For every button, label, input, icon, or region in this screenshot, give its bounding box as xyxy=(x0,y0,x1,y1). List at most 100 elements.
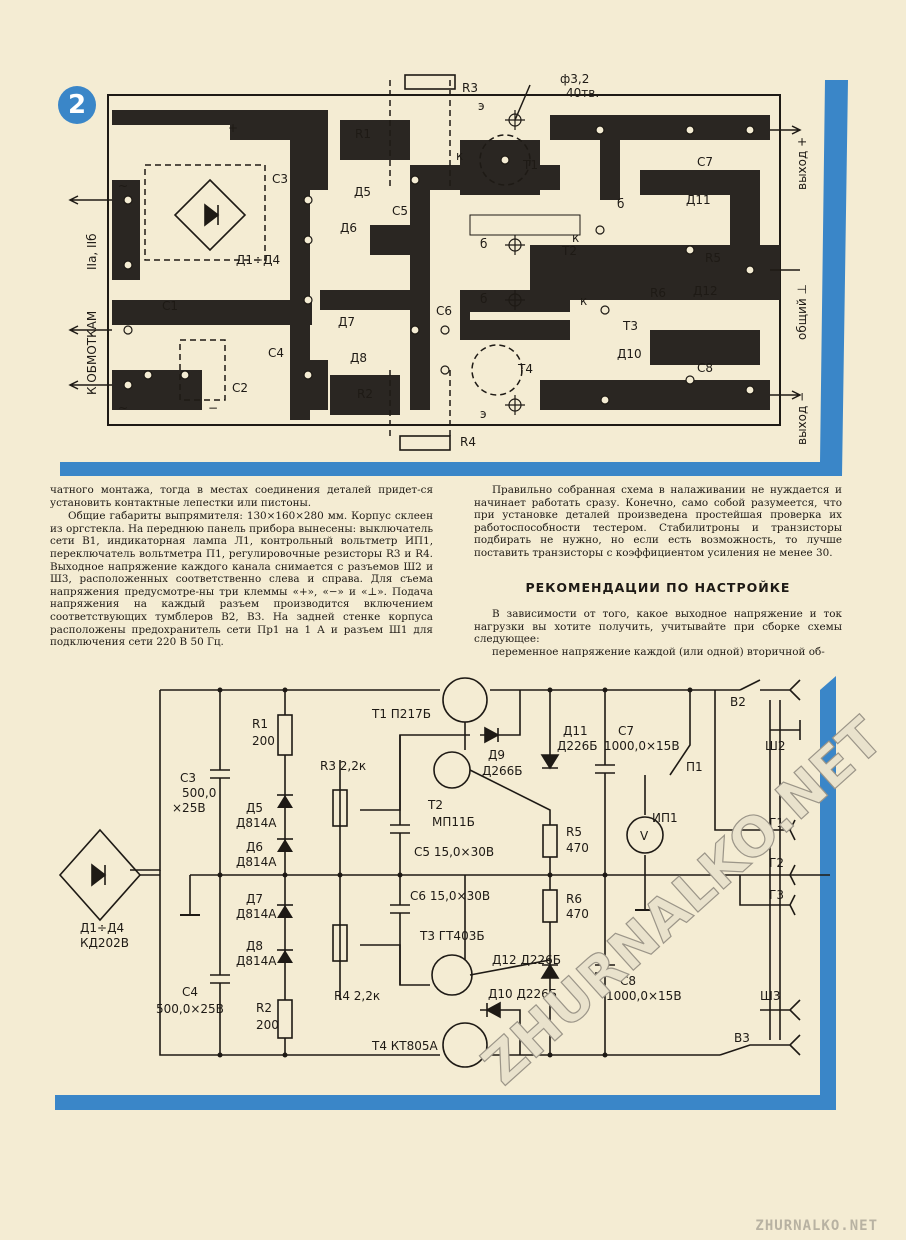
sch-r5-label: R5 xyxy=(566,825,582,839)
trace-r1-area xyxy=(340,120,410,160)
sch-c4-value: 500,0×25В xyxy=(156,1002,224,1016)
sch-g2-label: Г2 xyxy=(769,856,784,870)
sch-c3-value: 500,0 xyxy=(182,786,216,800)
pcb-collector-t3: к xyxy=(580,294,587,308)
c2-outline xyxy=(179,339,226,401)
pcb-collector-t1: к xyxy=(456,149,463,163)
sch-b3-label: В3 xyxy=(734,1031,750,1045)
pcb-minus-sign: − xyxy=(208,401,218,415)
sch-c4-label: C4 xyxy=(182,985,198,999)
sch-sh3-label: Ш3 xyxy=(760,989,780,1003)
sch-r2-label: R2 xyxy=(256,1001,272,1015)
sch-c6-label: C6 15,0×30В xyxy=(410,889,490,903)
pcb-t1-label: T1 xyxy=(522,158,538,172)
pcb-base-t2: б xyxy=(480,237,487,251)
sch-r6-label: R6 xyxy=(566,892,582,906)
sch-bridge-value: КД202В xyxy=(80,936,129,950)
watermark-footer: ZHURNALKO.NET xyxy=(755,1218,878,1234)
pcb-d8-label: Д8 xyxy=(350,351,367,365)
pcb-emitter-t1: э xyxy=(478,99,485,113)
trace-r2-area xyxy=(330,375,400,415)
sch-d5-label: Д5 xyxy=(246,801,263,815)
sch-t2-label: T2 xyxy=(427,798,443,812)
pcb-c1-label: C1 xyxy=(162,299,178,313)
paragraph: Правильно собранная схема в налаживании … xyxy=(474,484,842,559)
section-heading: РЕКОМЕНДАЦИИ ПО НАСТРОЙКЕ xyxy=(525,579,791,595)
sch-d12-label: Д12 Д226Б xyxy=(492,953,561,967)
pcb-t4-label: T4 xyxy=(517,362,533,376)
sch-g1-label: Г1 xyxy=(769,816,784,830)
figure-number-badge: 2 xyxy=(58,86,96,124)
bridge-outline xyxy=(144,164,266,261)
sch-d9-value: Д266Б xyxy=(482,764,523,778)
paragraph: В зависимости от того, какое выходное на… xyxy=(474,608,842,646)
pcb-base-t2b: б xyxy=(617,197,624,211)
pcb-hole-count: 40тв. xyxy=(566,86,599,100)
r3-body xyxy=(404,74,456,90)
pcb-hole-diameter: ф3,2 xyxy=(560,72,589,86)
sch-g3-label: Г3 xyxy=(769,888,784,902)
sch-r6-value: 470 xyxy=(566,907,589,921)
trace-right-low xyxy=(540,380,770,410)
sch-d7-label: Д7 xyxy=(246,892,263,906)
sch-r2-value: 200 xyxy=(256,1018,279,1032)
pcb-input-label: К ОБМОТКАМ xyxy=(85,311,99,395)
pcb-input-sublabel: IIа, IIб xyxy=(85,233,99,270)
pcb-c6-label: C6 xyxy=(436,304,452,318)
sch-d6-label: Д6 xyxy=(246,840,263,854)
sch-ip1-label: ИП1 xyxy=(652,811,678,825)
sch-c8-value: 1000,0×15В xyxy=(606,989,682,1003)
trace-left-mid xyxy=(112,300,312,325)
trace-c4-pad xyxy=(293,360,328,410)
pcb-r3-label: R3 xyxy=(462,81,478,95)
bridge-diamond xyxy=(173,178,247,252)
pcb-c3-label: C3 xyxy=(272,172,288,186)
pcb-tilde-bottom: ~ xyxy=(118,401,128,415)
sch-d10-label: Д10 Д226Б xyxy=(488,987,557,1001)
pcb-common-label: общий ⊥ xyxy=(795,284,809,340)
r4-dashed-link xyxy=(389,370,451,440)
sch-c5-label: C5 15,0×30В xyxy=(414,845,494,859)
trace-left-top xyxy=(112,110,290,140)
pcb-r4-label: R4 xyxy=(460,435,476,449)
sch-r3-label: R3 2,2к xyxy=(320,759,366,773)
sch-t2-value: МП11Б xyxy=(432,815,475,829)
sch-b2-label: В2 xyxy=(730,695,746,709)
t4-outline xyxy=(471,344,523,396)
pcb-c8-label: C8 xyxy=(697,361,713,375)
sch-c7-value: 1000,0×15В xyxy=(604,739,680,753)
pcb-bridge-label: Д1÷Д4 xyxy=(236,253,280,267)
pcb-c2-label: C2 xyxy=(232,381,248,395)
pcb-t2-label: T2 xyxy=(561,244,577,258)
trace-right-bottom xyxy=(650,330,760,365)
figure-number: 2 xyxy=(67,90,87,120)
circuit-schematic: T1 П217Б R1 200 R3 2,2к C3 500,0 ×25В Д5… xyxy=(55,676,836,1110)
trace-t1-block xyxy=(460,140,540,195)
t1-outline xyxy=(479,134,531,186)
pcb-d12-label: Д12 xyxy=(693,284,718,298)
sch-c7-label: C7 xyxy=(618,724,634,738)
pcb-emitter-t4: э xyxy=(480,407,487,421)
pcb-r2-label: R2 xyxy=(357,387,373,401)
pcb-plus-sign: + xyxy=(228,121,238,135)
trace-right-top xyxy=(550,115,770,200)
sch-t1-label: T1 П217Б xyxy=(371,707,431,721)
sch-d8-label: Д8 xyxy=(246,939,263,953)
sch-t3-label: T3 ГТ403Б xyxy=(419,929,485,943)
sch-d5-value: Д814А xyxy=(236,816,277,830)
sch-d11-label: Д11 xyxy=(563,724,588,738)
sch-r1-value: 200 xyxy=(252,734,275,748)
pcb-d5-label: Д5 xyxy=(354,185,371,199)
sch-d11-value: Д226Б xyxy=(557,739,598,753)
pcb-r6-label: R6 xyxy=(650,286,666,300)
watermark-footer-text: ZHURNALKO.NET xyxy=(755,1218,878,1234)
sch-p1-label: П1 xyxy=(686,760,703,774)
pcb-d11-label: Д11 xyxy=(686,193,711,207)
pcb-output-minus-label: выход − xyxy=(795,392,809,445)
sch-d9-label: Д9 xyxy=(488,748,505,762)
pcb-r5-label: R5 xyxy=(705,251,721,265)
sch-d6-value: Д814А xyxy=(236,855,277,869)
sch-d7-value: Д814А xyxy=(236,907,277,921)
trace-mid-horizontal xyxy=(410,165,560,410)
pcb-d7-label: Д7 xyxy=(338,315,355,329)
